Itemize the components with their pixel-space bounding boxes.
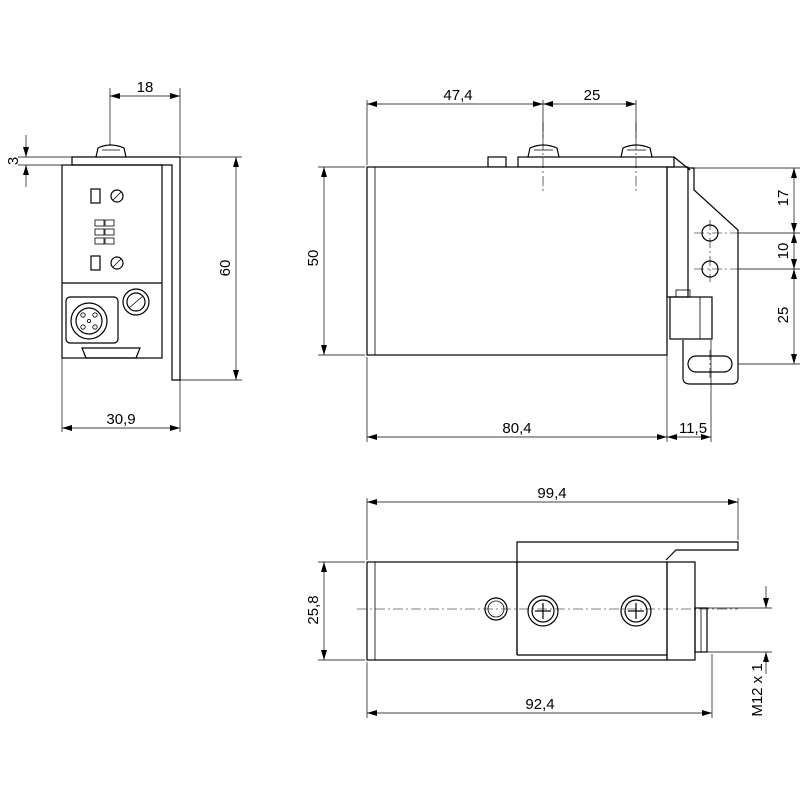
- side-bolt-head-2: [620, 144, 653, 158]
- dim-front-width: 30,9: [106, 411, 135, 428]
- dim-front-bolt-spacing: 18: [137, 79, 154, 96]
- front-adjust-screw: [122, 288, 150, 316]
- side-body: [366, 166, 668, 356]
- dim-top-width: 25,8: [305, 595, 322, 624]
- dim-bracket-hole-top: 17: [775, 190, 792, 207]
- front-pot-top: [110, 189, 124, 203]
- side-connector: [669, 296, 713, 340]
- front-pot-bottom: [110, 256, 124, 270]
- dim-side-body-length: 80,4: [502, 420, 531, 437]
- front-connector: [70, 302, 108, 340]
- dim-front-height: 60: [217, 260, 234, 277]
- top-end-housing: [666, 561, 696, 661]
- side-bolt-head-1: [527, 144, 560, 158]
- front-led-top: [90, 188, 101, 204]
- top-bracket: [516, 541, 739, 655]
- dim-connector-thread: M12 x 1: [749, 663, 766, 716]
- dim-side-height: 50: [305, 250, 322, 267]
- front-view: 18 3 60 30,9: [5, 79, 242, 432]
- front-foot: [81, 347, 141, 359]
- side-bracket-top: [517, 156, 675, 168]
- dim-bracket-slot-offset: 25: [775, 307, 792, 324]
- dim-top-body-length: 92,4: [525, 696, 554, 713]
- dim-bracket-hole-spacing: 10: [775, 243, 792, 260]
- dim-front-bracket-thickness: 3: [5, 157, 22, 165]
- front-connector-housing: [65, 296, 119, 344]
- top-screw-2: [620, 595, 652, 627]
- side-top-knob: [487, 156, 507, 168]
- top-view: 99,4 25,8 92,4 M12 x 1: [305, 485, 772, 718]
- dim-side-bolt-spacing: 25: [584, 87, 601, 104]
- dim-side-bolt-offset: 47,4: [443, 87, 472, 104]
- front-screw-head: [95, 144, 127, 158]
- dim-top-overall-length: 99,4: [537, 485, 566, 502]
- side-bracket-plate: [682, 167, 739, 385]
- side-view: 47,4 25 50 17 10 25 80,4 11,5: [305, 87, 800, 442]
- front-bracket: [71, 156, 181, 381]
- top-screw-1: [527, 595, 559, 627]
- dim-side-bracket-overhang: 11,5: [679, 420, 707, 437]
- front-led-bottom: [90, 255, 101, 271]
